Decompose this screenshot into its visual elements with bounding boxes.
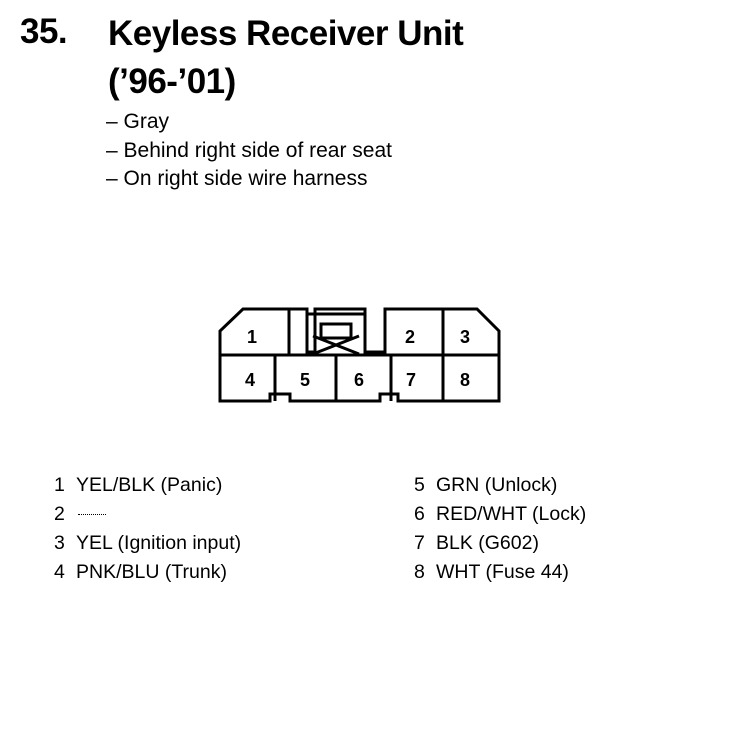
latch-cross (312, 334, 360, 356)
pin-row: 6 RED/WHT (Lock) (414, 500, 586, 529)
pin-description: YEL/BLK (Panic) (76, 474, 223, 496)
pin-description: GRN (Unlock) (436, 474, 558, 496)
pin-row: 8 WHT (Fuse 44) (414, 558, 586, 587)
pin-label-2: 2 (405, 327, 415, 347)
pin-label-1: 1 (247, 327, 257, 347)
location-notes: – Gray – Behind right side of rear seat … (106, 108, 392, 194)
pin-number: 8 (414, 561, 425, 583)
pin-description: YEL (Ignition input) (76, 532, 242, 554)
pin-label-5: 5 (300, 370, 310, 390)
pin-label-6: 6 (354, 370, 364, 390)
pin-description: BLK (G602) (436, 532, 539, 554)
title-line-1: Keyless Receiver Unit (108, 14, 464, 53)
pin-number: 2 (54, 503, 65, 525)
pin-label-4: 4 (245, 370, 255, 390)
pin-list-right: 5 GRN (Unlock) 6 RED/WHT (Lock) 7 BLK (G602… (414, 471, 586, 587)
latch-tab (319, 322, 353, 340)
note-location: – Behind right side of rear seat (106, 138, 393, 162)
connector-diagram: 1 2 3 4 5 6 7 8 (215, 306, 505, 411)
pin-number: 4 (54, 561, 65, 583)
pin-number: 7 (414, 532, 425, 554)
pin-number: 5 (414, 474, 425, 496)
pin-description: PNK/BLU (Trunk) (76, 561, 227, 583)
connector-face: 1 2 3 4 5 6 7 8 (218, 307, 501, 403)
unused-pin-dash (78, 513, 106, 516)
note-harness: – On right side wire harness (106, 167, 368, 190)
pin-description: WHT (Fuse 44) (436, 561, 569, 583)
pin-row: 4 PNK/BLU (Trunk) (54, 558, 241, 587)
pin-number: 6 (414, 503, 425, 525)
pin-list-left: 1 YEL/BLK (Panic) 2 3 YEL (Ignition input)… (54, 471, 241, 587)
pin-row: 1 YEL/BLK (Panic) (54, 471, 241, 500)
pin-label-3: 3 (460, 327, 470, 347)
note-color: – Gray (106, 110, 170, 133)
pin-description: RED/WHT (Lock) (436, 503, 587, 525)
title-line-2: (’96-’01) (108, 62, 236, 101)
page-title: Keyless Receiver Unit (’96-’01) (108, 10, 464, 106)
section-number: 35. (20, 12, 68, 51)
pin-row: 7 BLK (G602) (414, 529, 586, 558)
pin-row: 5 GRN (Unlock) (414, 471, 586, 500)
pin-label-8: 8 (460, 370, 470, 390)
pin-row: 2 (54, 500, 241, 529)
pin-row: 3 YEL (Ignition input) (54, 529, 241, 558)
pin-number: 3 (54, 532, 65, 554)
pin-number: 1 (54, 474, 65, 496)
pin-label-7: 7 (406, 370, 416, 390)
